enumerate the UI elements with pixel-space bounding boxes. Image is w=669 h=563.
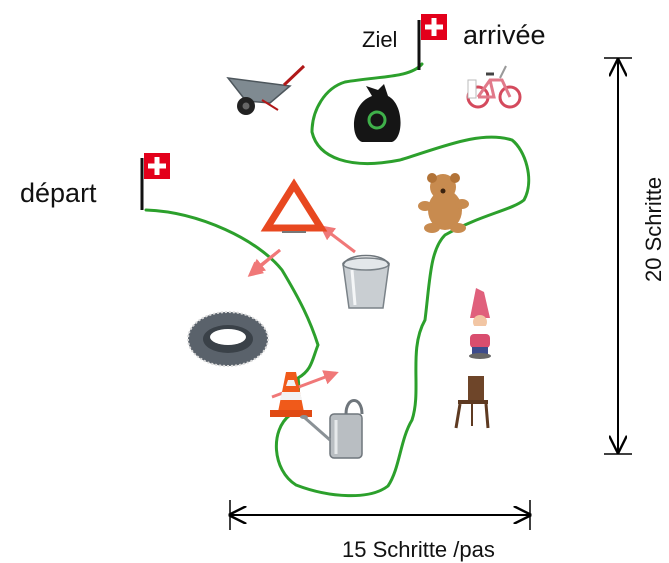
teddy-bear-icon bbox=[418, 173, 469, 233]
garden-gnome-icon bbox=[469, 288, 491, 359]
horizontal-dimension-label: 15 Schritte /pas bbox=[342, 537, 495, 562]
chair-icon bbox=[454, 376, 490, 429]
start-label: départ bbox=[20, 178, 97, 208]
bicycle-icon bbox=[466, 65, 522, 109]
green-path bbox=[144, 62, 531, 498]
traffic-cone-icon bbox=[270, 372, 312, 417]
arrow-bucket-to-triangle bbox=[319, 225, 356, 254]
wheelbarrow-icon bbox=[226, 64, 306, 115]
garbage-bag-icon bbox=[353, 84, 401, 142]
finish-label-de: Ziel bbox=[362, 27, 398, 52]
finish-label-fr: arrivée bbox=[463, 20, 546, 50]
tire-icon bbox=[187, 311, 269, 367]
watering-can-icon bbox=[300, 399, 364, 459]
arrow-tire-to-bucket bbox=[271, 370, 339, 399]
warning-triangle-icon bbox=[260, 178, 328, 233]
start-flag-icon bbox=[140, 153, 170, 210]
vertical-dimension-label: 20 Schritte bbox=[641, 176, 666, 282]
arrow-triangle-to-tire-2 bbox=[247, 248, 281, 277]
bucket-icon bbox=[342, 254, 390, 309]
finish-flag-icon bbox=[417, 14, 447, 70]
